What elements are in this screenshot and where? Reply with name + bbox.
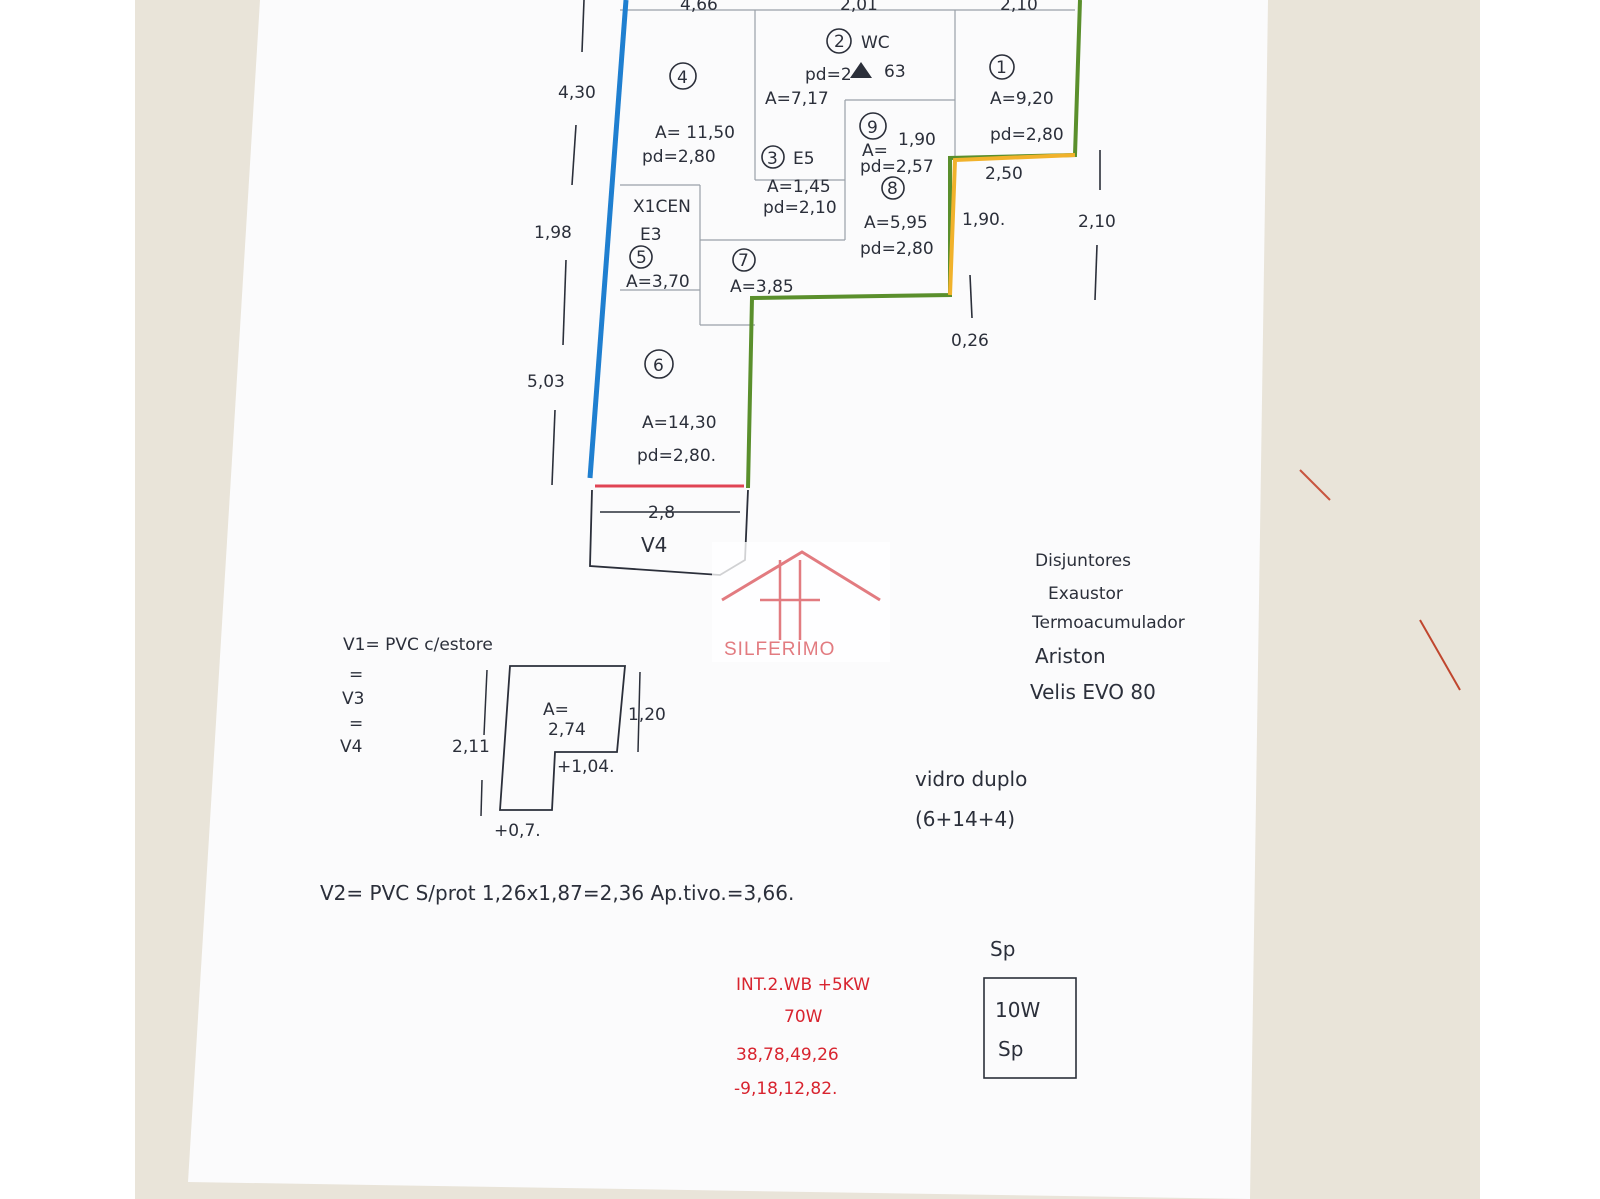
background-mark <box>1299 469 1331 501</box>
room-number: 6 <box>653 356 664 376</box>
room-number: 7 <box>738 251 749 271</box>
dim-label: 0,26 <box>951 331 989 351</box>
dim-label: 1,90. <box>962 210 1005 230</box>
sp-box-line: Sp <box>998 1037 1023 1061</box>
green-wall-line <box>746 0 1082 489</box>
room-area: A=1,45 <box>767 177 831 197</box>
pencil-walls <box>620 9 1075 326</box>
blue-wall-line <box>587 0 629 479</box>
v2-note: V2= PVC S/prot 1,26x1,87=2,36 Ap.tivo.=3… <box>320 881 794 905</box>
dim-label: 2,10 <box>1078 212 1116 232</box>
watermark-logo: SILFERIMO <box>712 542 890 662</box>
sp-box <box>983 977 1077 1079</box>
dimension-line <box>483 669 488 736</box>
room-number: 4 <box>677 68 688 88</box>
dimension-line <box>480 779 483 817</box>
room-number: 9 <box>867 118 878 138</box>
top-dim: 2,01 <box>840 0 878 15</box>
window-label: V4 <box>340 737 362 757</box>
sp-note: Sp 10W Sp <box>983 937 1077 1079</box>
balcony-dim: 2,8 <box>648 503 675 523</box>
dim-label: 4,30 <box>558 83 596 103</box>
window-notes: V1= PVC c/estore = V3 = V4 2,11 A= 2,74 … <box>340 635 666 841</box>
window-line: V1= PVC c/estore <box>343 635 493 655</box>
room-sub: E5 <box>793 149 815 169</box>
window-dim: 2,11 <box>452 737 490 757</box>
window-dim: +0,7. <box>494 821 541 841</box>
room-ceiling: pd=2,80 <box>990 125 1064 145</box>
window-shape <box>499 665 626 811</box>
red-note-line: -9,18,12,82. <box>734 1079 837 1099</box>
room-area: A=5,95 <box>864 213 928 233</box>
note-line: (6+14+4) <box>915 807 1015 831</box>
room-area: A=14,30 <box>642 413 717 433</box>
background-mark <box>1419 619 1461 691</box>
room-note: X1CEN <box>633 197 691 217</box>
room-note: E3 <box>640 225 662 245</box>
room-ceiling: pd=2,80 <box>642 147 716 167</box>
room-ceiling: pd=2,80 <box>860 239 934 259</box>
note-line: Velis EVO 80 <box>1030 680 1156 704</box>
dim-label: 2,50 <box>985 164 1023 184</box>
room-number: 2 <box>834 32 845 52</box>
balcony-label: V4 <box>641 533 667 557</box>
top-dim: 4,66 <box>680 0 718 15</box>
dimension-line <box>637 671 641 753</box>
note-line: Disjuntores <box>1035 551 1131 571</box>
window-label: V3 <box>342 689 364 709</box>
window-eq: = <box>349 665 363 685</box>
room-number: 5 <box>636 248 647 268</box>
dim-label: 1,98 <box>534 223 572 243</box>
glass-note: vidro duplo (6+14+4) <box>915 767 1027 831</box>
room-area: A=3,85 <box>730 277 794 297</box>
logo-text: SILFERIMO <box>724 639 835 660</box>
floor-plan: 4,66 2,01 2,10 4 A= 11,50 pd=2,80 2 WC p… <box>527 0 1116 576</box>
room-ceiling: pd=2 <box>805 65 852 85</box>
room-extra: 63 <box>884 62 906 82</box>
room-area: A=3,70 <box>626 272 690 292</box>
window-dim: +1,04. <box>557 757 615 777</box>
logo-mark <box>760 560 820 640</box>
red-notes: INT.2.WB +5KW 70W 38,78,49,26 -9,18,12,8… <box>734 975 870 1099</box>
note-line: vidro duplo <box>915 767 1027 791</box>
room-ceiling: pd=2,57 <box>860 157 934 177</box>
red-note-line: 70W <box>784 1007 823 1027</box>
note-line: Ariston <box>1035 644 1106 668</box>
red-note-line: INT.2.WB +5KW <box>736 975 870 995</box>
room-number: 1 <box>996 58 1007 78</box>
equipment-notes: Disjuntores Exaustor Termoacumulador Ari… <box>1030 551 1185 704</box>
room-name: WC <box>861 33 890 53</box>
left-dimension-lines <box>551 0 1101 486</box>
logo-roof <box>721 550 881 602</box>
orange-wall-line <box>948 153 1076 296</box>
dim-label: 5,03 <box>527 372 565 392</box>
room-area: A= <box>862 141 888 161</box>
room-ceiling: pd=2,10 <box>763 198 837 218</box>
room-number: 3 <box>767 149 778 169</box>
window-area: 2,74 <box>548 720 586 740</box>
room-ceiling: pd=2,80. <box>637 446 716 466</box>
room-number-circles <box>629 28 1015 379</box>
sp-box-line: 10W <box>995 998 1040 1022</box>
window-eq: = <box>349 714 363 734</box>
note-line: Exaustor <box>1048 584 1123 604</box>
red-note-line: 38,78,49,26 <box>736 1045 839 1065</box>
sp-top: Sp <box>990 937 1015 961</box>
note-line: Termoacumulador <box>1031 613 1185 633</box>
room-area: A=7,17 <box>765 89 829 109</box>
room-area: A=9,20 <box>990 89 1054 109</box>
room-number: 8 <box>887 179 898 199</box>
mark-icon <box>850 62 872 78</box>
room-area: A= 11,50 <box>655 123 735 143</box>
dim-label: 1,90 <box>898 130 936 150</box>
window-area: A= <box>543 700 569 720</box>
window-dim: 1,20 <box>628 705 666 725</box>
top-dim: 2,10 <box>1000 0 1038 15</box>
